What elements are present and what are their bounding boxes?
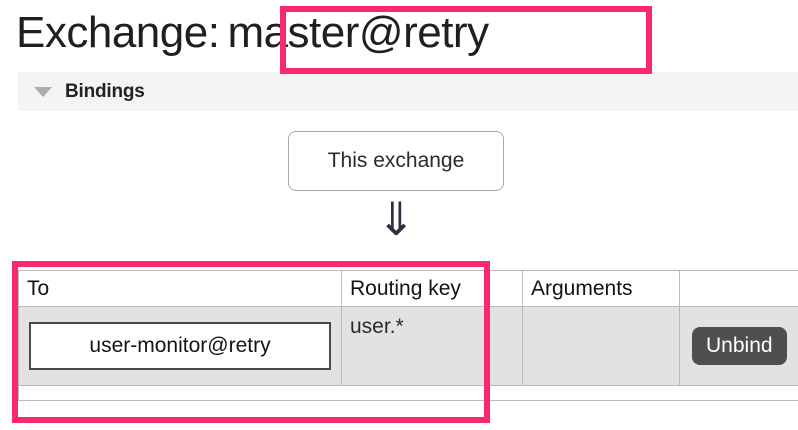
- table-header-row: To Routing key Arguments: [18, 270, 798, 307]
- triangle-down-icon[interactable]: [34, 86, 52, 97]
- page-title-label: Exchange:: [16, 8, 220, 57]
- cell-routing-key: user.*: [341, 306, 523, 386]
- bindings-section-header[interactable]: Bindings: [18, 72, 798, 111]
- column-header-routing-key: Routing key: [341, 270, 523, 307]
- unbind-button[interactable]: Unbind: [692, 327, 787, 365]
- this-exchange-node: This exchange: [288, 131, 504, 191]
- bindings-table: To Routing key Arguments user-monitor@re…: [18, 270, 798, 401]
- cell-to: user-monitor@retry: [18, 306, 342, 386]
- table-footer-cell: [18, 385, 798, 401]
- column-header-arguments: Arguments: [522, 270, 680, 307]
- column-header-actions: [679, 270, 798, 307]
- this-exchange-label: This exchange: [327, 149, 465, 172]
- table-row: user-monitor@retry user.* Unbind: [18, 306, 798, 386]
- cell-actions: Unbind: [679, 306, 798, 386]
- table-footer-row: [18, 385, 798, 401]
- column-header-to: To: [18, 270, 342, 307]
- cell-arguments: [522, 306, 680, 386]
- page-title: Exchange:master@retry: [16, 2, 489, 64]
- double-down-arrow-icon: ⇓: [376, 192, 416, 246]
- exchange-name: master@retry: [227, 8, 489, 57]
- queue-link[interactable]: user-monitor@retry: [29, 322, 331, 370]
- bindings-section-title: Bindings: [65, 80, 145, 102]
